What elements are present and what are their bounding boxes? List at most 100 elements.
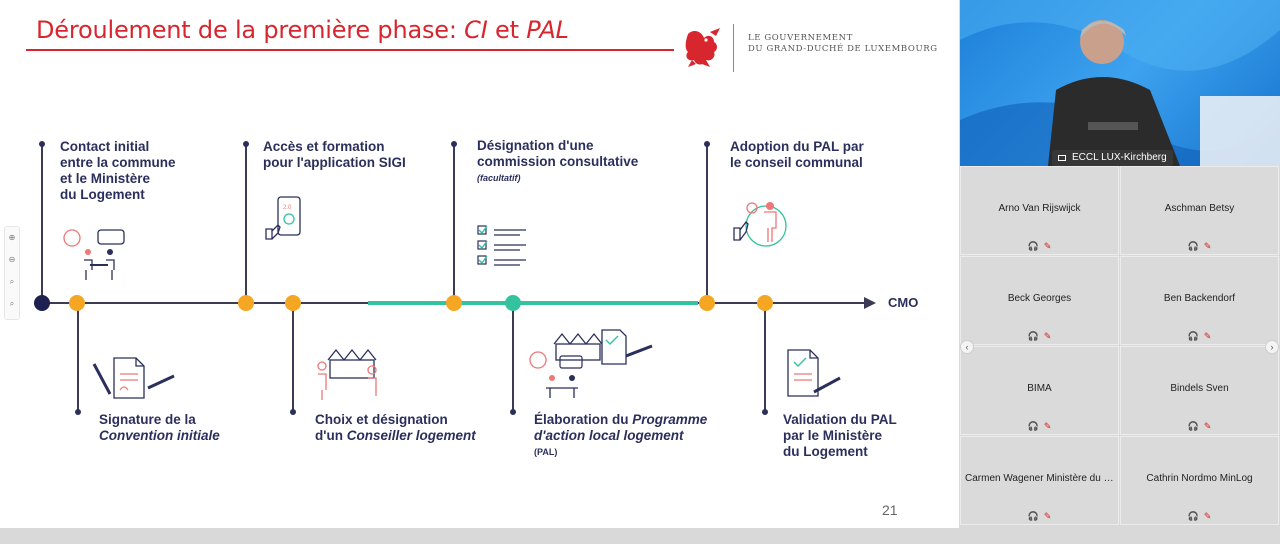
presentation-slide: Déroulement de la première phase: CI et … — [0, 0, 959, 528]
step-line: du Logement — [783, 444, 868, 459]
step-line: commission consultative — [477, 154, 639, 169]
step-connector — [453, 144, 455, 302]
step-line: le conseil communal — [730, 155, 863, 170]
houses-people-icon — [317, 348, 377, 400]
participant-name: Ben Backendorf — [1163, 293, 1236, 304]
step-adoption-pal: Adoption du PAL par le conseil communal — [730, 139, 864, 171]
step-connector — [245, 144, 247, 302]
slide-tool-strip: ⊕ ⊖ ⌕ ⌕ — [4, 226, 20, 320]
participant-name: Beck Georges — [1007, 293, 1072, 304]
step-line: par le Ministère — [783, 428, 883, 443]
room-name-badge: ECCL LUX-Kirchberg — [1052, 150, 1173, 166]
search-icon[interactable]: ⌕ — [9, 277, 15, 286]
signing-document-icon — [92, 357, 175, 399]
zoom-out-icon[interactable]: ⊖ — [8, 255, 16, 264]
microphone-icon: 🎧 — [1027, 241, 1039, 251]
step-connector-dot — [510, 409, 516, 415]
participant-grid: Arno Van Rijswijck 🎧✎ Aschman Betsy 🎧✎ B… — [960, 166, 1280, 544]
speaker-figure — [960, 0, 1280, 166]
step-line: Convention initiale — [99, 428, 220, 443]
step-line: du Logement — [60, 187, 145, 202]
participant-tile[interactable]: Ben Backendorf 🎧 ✎ — [1120, 256, 1279, 345]
planning-meeting-icon — [529, 329, 653, 398]
step-note: (facultatif) — [477, 173, 521, 183]
timeline-node-start — [34, 295, 50, 311]
muted-icon: ✎ — [1043, 241, 1052, 251]
participant-tile[interactable]: Carmen Wagener Ministère du Logement 🎧✎ — [960, 436, 1119, 525]
step-line: d'un — [315, 428, 347, 443]
page-number: 21 — [882, 502, 898, 518]
meeting-people-icon — [63, 229, 125, 280]
muted-icon: ✎ — [1203, 331, 1212, 341]
step-line: Conseiller logement — [346, 428, 476, 443]
search-icon[interactable]: ⌕ — [9, 299, 15, 308]
validation-document-icon — [787, 349, 841, 397]
next-page-button[interactable]: › — [1265, 340, 1279, 354]
step-connector-dot — [75, 409, 81, 415]
timeline-node — [69, 295, 85, 311]
step-connector — [512, 304, 514, 412]
timeline-axis — [42, 302, 368, 304]
timeline-node — [699, 295, 715, 311]
participant-tile[interactable]: Arno Van Rijswijck 🎧✎ — [960, 166, 1119, 255]
step-connector — [764, 304, 766, 412]
participant-name: Carmen Wagener Ministère du Logement — [965, 473, 1114, 484]
participant-name: Cathrin Nordmo MinLog — [1146, 473, 1253, 484]
government-name: LE GOUVERNEMENT DU GRAND-DUCHÉ DE LUXEMB… — [748, 33, 938, 55]
participant-tile[interactable]: Beck Georges 🎧 ✎ — [960, 256, 1119, 345]
step-line: Programme — [632, 412, 708, 427]
timeline-arrow-icon — [864, 297, 876, 309]
gov-line-1: LE GOUVERNEMENT — [748, 33, 853, 43]
step-line: Contact initial — [60, 139, 150, 154]
microphone-icon: 🎧 — [1027, 331, 1039, 341]
step-elaboration-pal: Élaboration du Programme d'action local … — [534, 412, 707, 460]
participant-tile[interactable]: Aschman Betsy 🎧✎ — [1120, 166, 1279, 255]
microphone-icon: 🎧 — [1187, 241, 1199, 251]
step-connector-dot — [243, 141, 249, 147]
step-connector-dot — [762, 409, 768, 415]
timeline-node-active — [505, 295, 521, 311]
speaker-video[interactable]: ECCL LUX-Kirchberg — [960, 0, 1280, 166]
timeline-axis-end — [698, 302, 870, 304]
screen-icon — [1058, 155, 1066, 161]
participant-tile[interactable]: Bindels Sven 🎧✎ — [1120, 346, 1279, 435]
previous-page-button[interactable]: ‹ — [960, 340, 974, 354]
step-line: Validation du PAL — [783, 412, 897, 427]
timeline-node — [238, 295, 254, 311]
phone-app-icon: 2.0 — [265, 196, 301, 240]
timeline-node — [446, 295, 462, 311]
zoom-in-icon[interactable]: ⊕ — [8, 233, 16, 242]
step-note: (PAL) — [534, 447, 558, 457]
step-line: Adoption du PAL par — [730, 139, 864, 154]
step-line: Désignation d'une — [477, 138, 594, 153]
timeline-node — [757, 295, 773, 311]
approval-person-icon — [733, 202, 787, 247]
step-line: Signature de la — [99, 412, 196, 427]
microphone-icon: 🎧 — [1187, 421, 1199, 431]
participant-tile[interactable]: BIMA 🎧✎ — [960, 346, 1119, 435]
step-connector — [77, 304, 79, 412]
participant-name: Aschman Betsy — [1164, 203, 1235, 214]
logo-divider — [733, 24, 734, 72]
luxembourg-lion-logo — [685, 28, 720, 67]
participant-name: BIMA — [1027, 383, 1052, 394]
step-acces-formation: Accès et formation pour l'application SI… — [263, 139, 406, 171]
muted-icon: ✎ — [1203, 421, 1212, 431]
step-connector-dot — [290, 409, 296, 415]
step-line: pour l'application SIGI — [263, 155, 406, 170]
step-validation-pal: Validation du PAL par le Ministère du Lo… — [783, 412, 897, 460]
slide-title: Déroulement de la première phase: CI et … — [36, 16, 569, 44]
step-signature-convention: Signature de la Convention initiale — [99, 412, 220, 444]
step-connector — [706, 144, 708, 302]
step-line: entre la commune — [60, 155, 176, 170]
participant-tile[interactable]: Cathrin Nordmo MinLog 🎧✎ — [1120, 436, 1279, 525]
step-line: Accès et formation — [263, 139, 385, 154]
microphone-icon: 🎧 — [1187, 511, 1199, 521]
timeline-axis-highlight — [368, 301, 698, 305]
microphone-icon: 🎧 — [1187, 331, 1199, 341]
room-name: ECCL LUX-Kirchberg — [1072, 152, 1167, 163]
muted-icon: ✎ — [1043, 331, 1052, 341]
step-contact-initial: Contact initial entre la commune et le M… — [60, 139, 176, 203]
step-line: et le Ministère — [60, 171, 151, 186]
step-connector-dot — [451, 141, 457, 147]
